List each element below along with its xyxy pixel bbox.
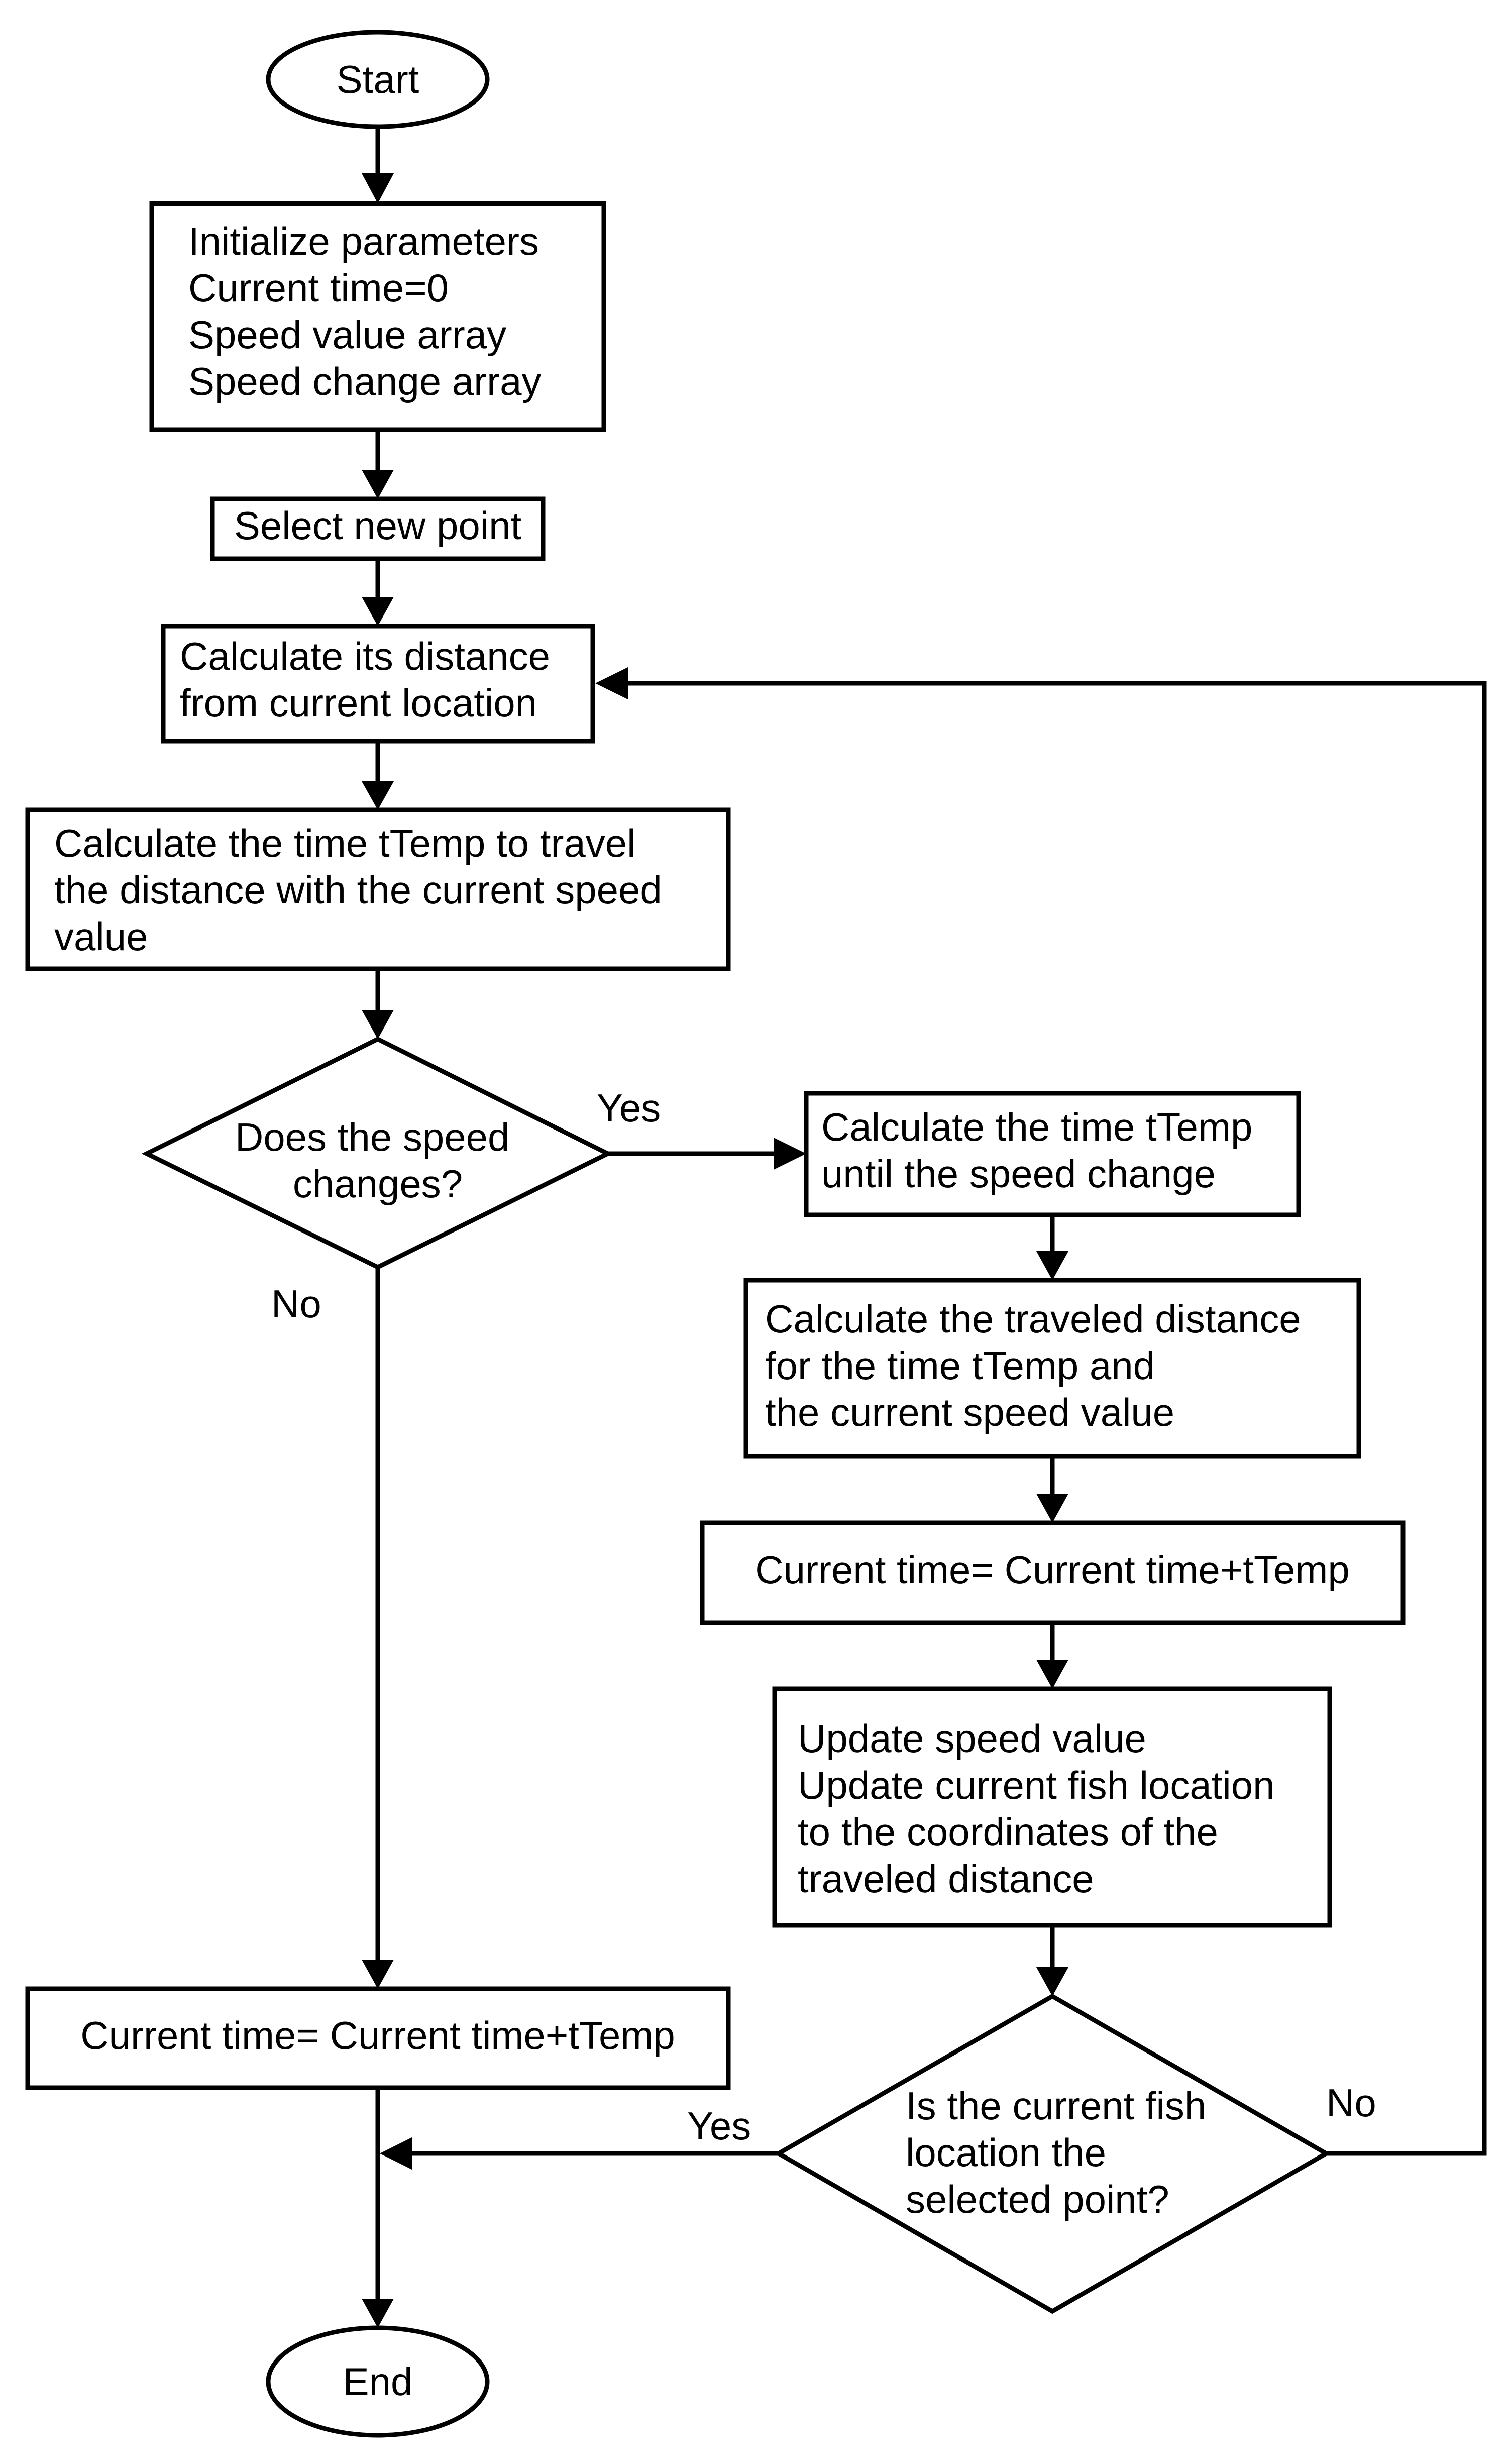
node-traveled-distance-line: for the time tTemp and (765, 1344, 1155, 1388)
node-init-line: Initialize parameters (188, 219, 539, 263)
arrowhead (774, 1138, 806, 1170)
edge-label-speed-yes: Yes (597, 1086, 661, 1130)
arrowhead (1036, 1660, 1068, 1689)
node-update-speed-line: Update current fish location (798, 1763, 1275, 1807)
node-init-line: Speed value array (188, 313, 506, 357)
arrowhead (362, 781, 394, 810)
node-update-speed-text: Update speed value Update current fish l… (798, 1716, 1285, 1901)
arrowhead (595, 667, 628, 699)
node-speed-decision-line: Does the speed (235, 1115, 509, 1159)
node-time-update-right: Current time= Current time+tTemp (700, 1520, 1406, 1625)
node-start-line: Start (337, 57, 419, 101)
edge-location-no-loop (618, 681, 1487, 2156)
edge-label-location-no: No (1326, 2081, 1376, 2125)
node-ttemp-until-change: Calculate the time tTemp until the speed… (804, 1091, 1301, 1217)
arrowhead (362, 2299, 394, 2328)
node-time-update-right-line: Current time= Current time+tTemp (755, 1548, 1349, 1592)
node-select: Select new point (210, 496, 546, 561)
arrowhead (362, 597, 394, 626)
node-speed-decision-line: changes? (293, 1162, 463, 1206)
edge-label-speed-no: No (271, 1282, 321, 1326)
node-location-decision-text: Is the current fish location the selecte… (906, 2084, 1217, 2221)
node-init: Initialize parameters Current time=0 Spe… (149, 201, 606, 432)
node-location-decision-line: Is the current fish (906, 2084, 1206, 2128)
node-calc-distance-line: Calculate its distance (180, 634, 550, 678)
node-time-update-left: Current time= Current time+tTemp (25, 1986, 731, 2090)
node-time-update-left-text: Current time= Current time+tTemp (80, 2013, 675, 2058)
node-ttemp-until-change-line: Calculate the time tTemp (821, 1105, 1252, 1149)
node-start: Start (266, 30, 490, 129)
node-location-decision-line: selected point? (906, 2177, 1169, 2221)
node-update-speed-line: traveled distance (798, 1857, 1094, 1901)
node-traveled-distance-line: the current speed value (765, 1390, 1174, 1434)
arrowhead (362, 173, 394, 203)
node-end-line: End (343, 2359, 413, 2404)
connectors (362, 127, 1487, 2328)
arrowhead (362, 1010, 394, 1039)
arrowhead (1036, 1967, 1068, 1996)
node-speed-decision-text: Does the speed changes? (235, 1115, 520, 1206)
node-calc-distance-line: from current location (180, 681, 537, 725)
node-update-speed-line: to the coordinates of the (798, 1810, 1218, 1854)
node-select-text: Select new point (234, 503, 522, 548)
node-calc-distance-text: Calculate its distance from current loca… (180, 634, 561, 725)
node-update-speed-line: Update speed value (798, 1716, 1146, 1761)
arrowhead (1036, 1251, 1068, 1280)
node-select-line: Select new point (234, 503, 522, 548)
node-calc-ttemp-travel-line: Calculate the time tTemp to travel (54, 821, 636, 865)
node-init-line: Speed change array (188, 359, 542, 403)
node-update-speed: Update speed value Update current fish l… (772, 1686, 1332, 1928)
node-location-decision: Is the current fish location the selecte… (774, 1993, 1331, 2314)
node-init-text: Initialize parameters Current time=0 Spe… (188, 219, 550, 403)
node-calc-ttemp-travel-text: Calculate the time tTemp to travel the d… (54, 821, 673, 959)
node-calc-ttemp-travel-line: the distance with the current speed (54, 868, 662, 912)
node-traveled-distance: Calculate the traveled distance for the … (743, 1278, 1361, 1459)
node-traveled-distance-line: Calculate the traveled distance (765, 1297, 1301, 1341)
node-end: End (266, 2325, 490, 2438)
edge-label-location-yes: Yes (687, 2104, 751, 2148)
node-calc-ttemp-travel-line: value (54, 914, 148, 959)
node-start-text: Start (337, 57, 419, 101)
node-location-decision-line: location the (906, 2130, 1106, 2175)
arrowhead (1036, 1494, 1068, 1523)
node-traveled-distance-text: Calculate the traveled distance for the … (765, 1297, 1312, 1434)
node-end-text: End (343, 2359, 413, 2404)
node-init-line: Current time=0 (188, 266, 449, 310)
node-calc-ttemp-travel: Calculate the time tTemp to travel the d… (25, 807, 731, 971)
node-speed-decision: Does the speed changes? (141, 1036, 613, 1270)
node-calc-distance: Calculate its distance from current loca… (161, 624, 595, 744)
arrowhead (362, 470, 394, 499)
node-ttemp-until-change-line: until the speed change (821, 1152, 1216, 1196)
node-ttemp-until-change-text: Calculate the time tTemp until the speed… (821, 1105, 1263, 1196)
node-time-update-left-line: Current time= Current time+tTemp (80, 2013, 675, 2058)
node-time-update-right-text: Current time= Current time+tTemp (755, 1548, 1349, 1592)
arrowhead (362, 1960, 394, 1989)
arrowhead (380, 2137, 412, 2170)
